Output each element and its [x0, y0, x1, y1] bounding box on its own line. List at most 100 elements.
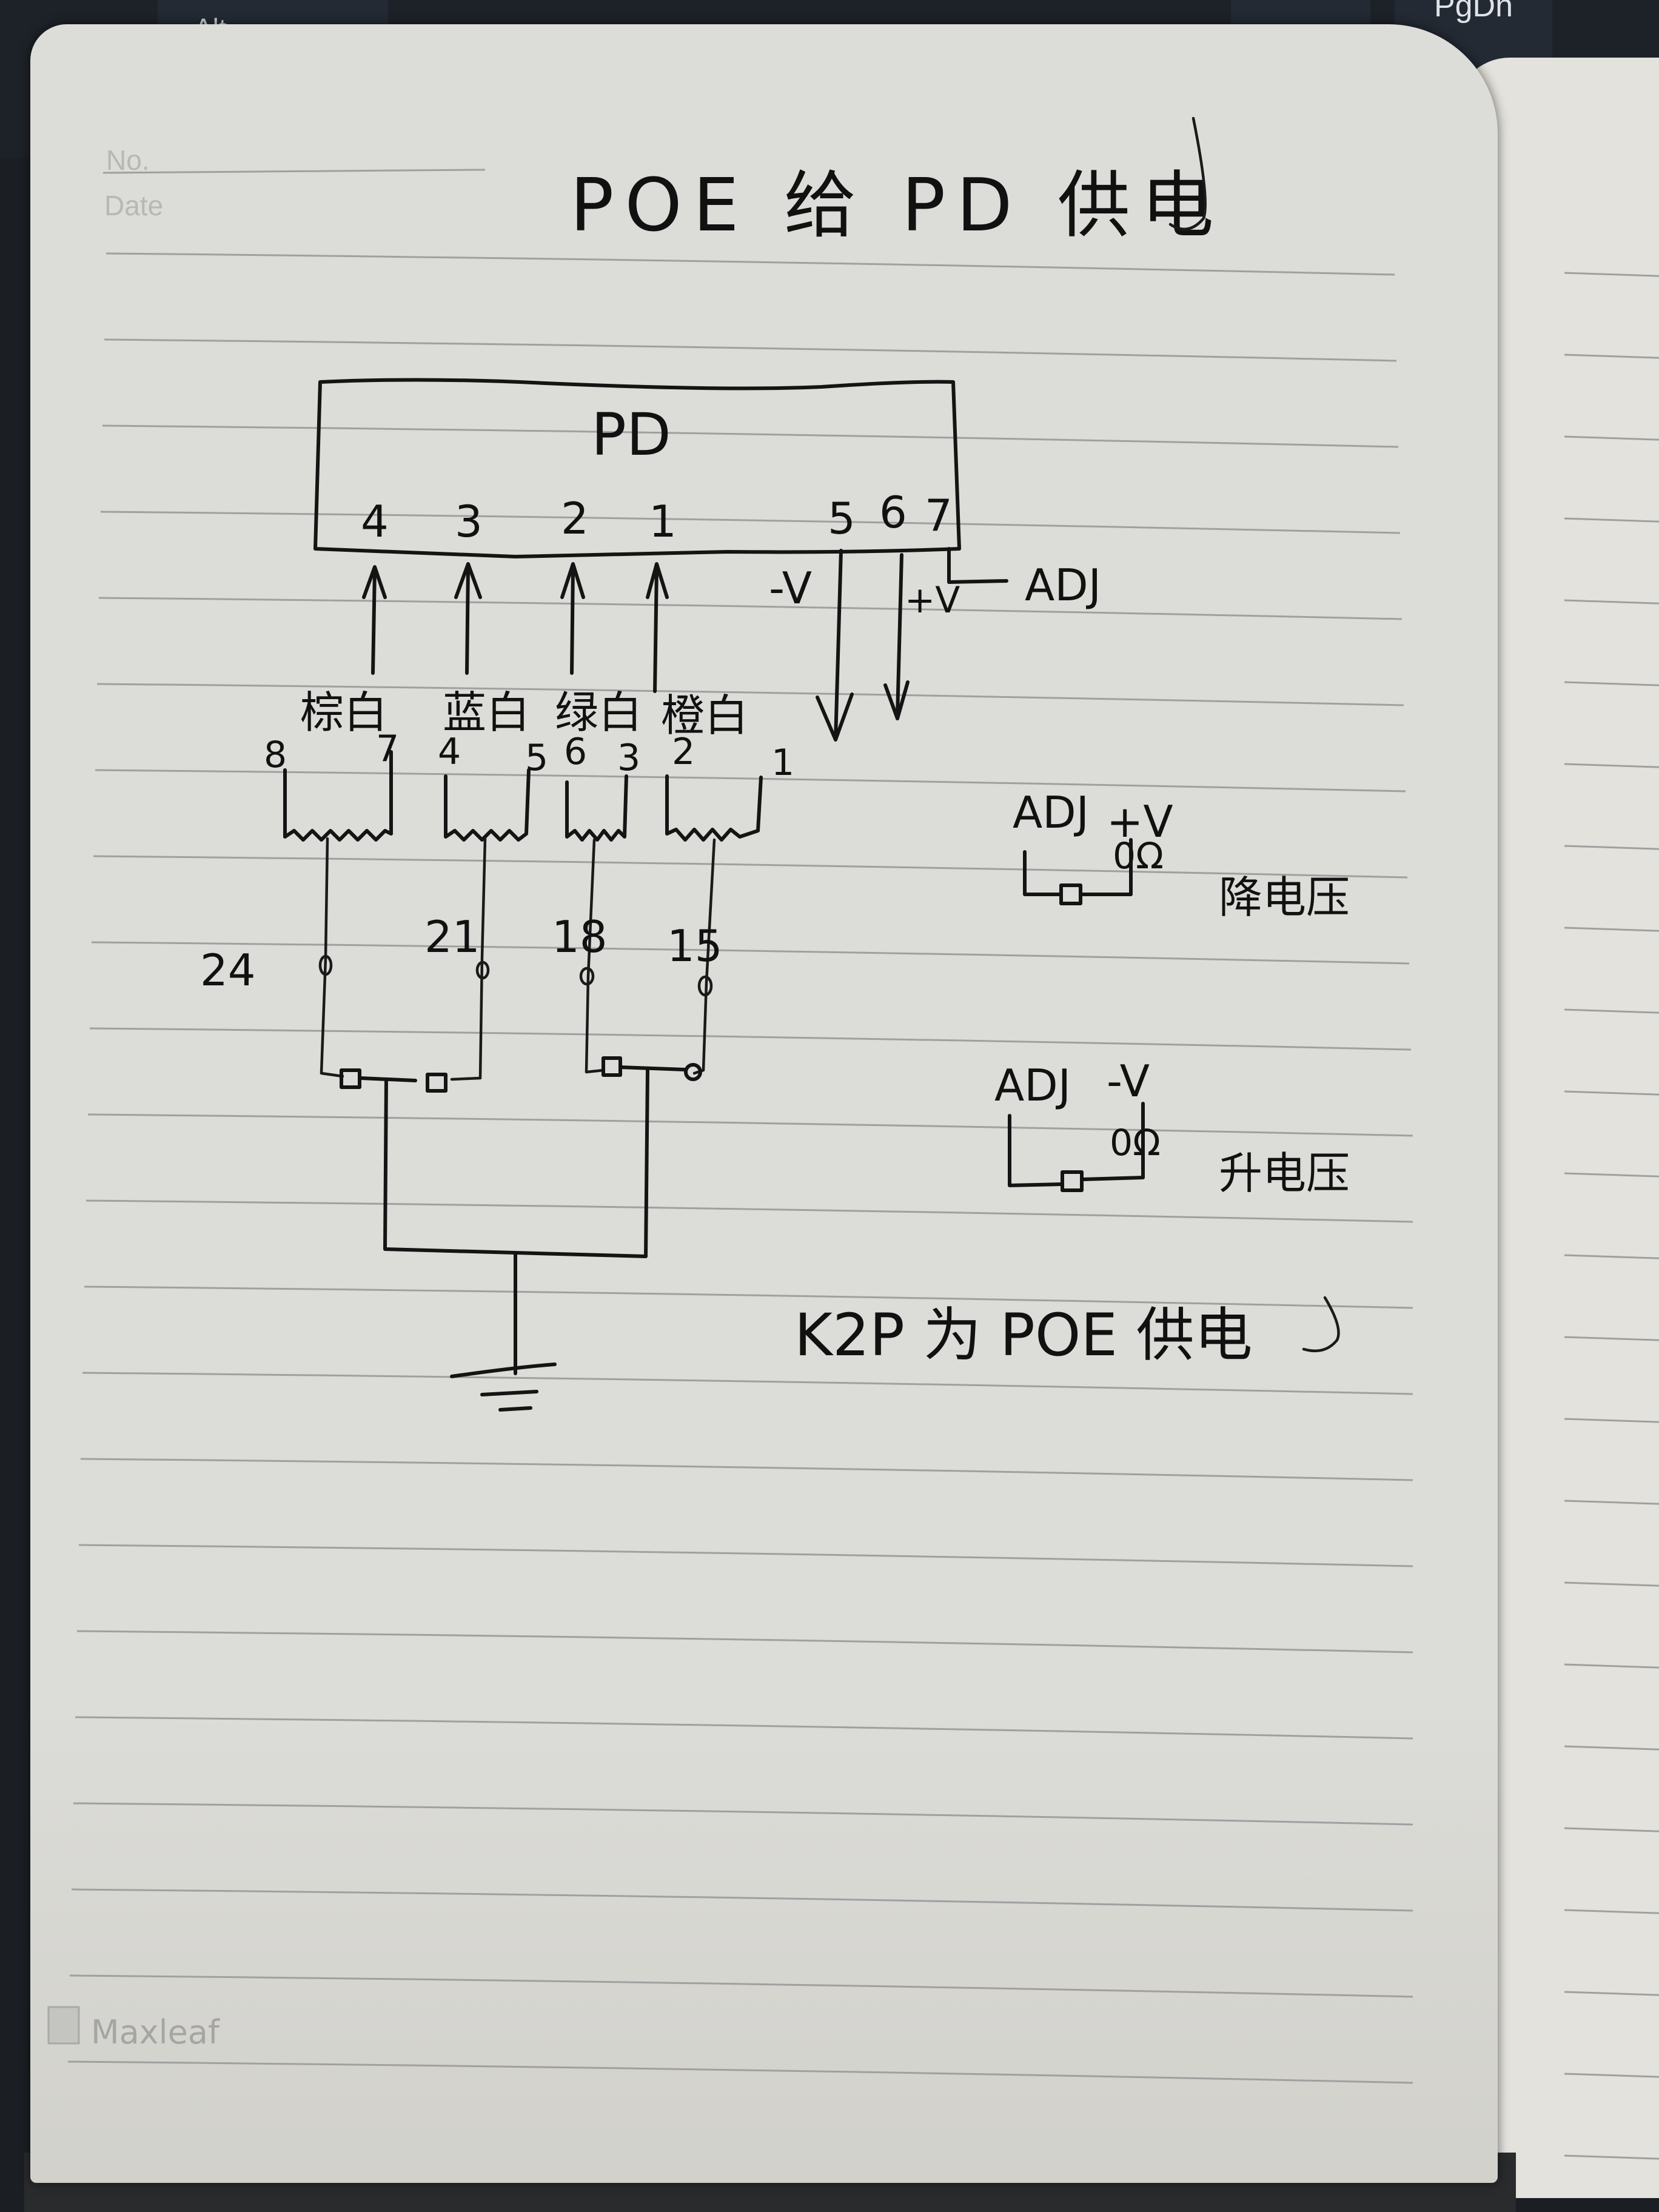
ruled-line [1564, 1500, 1659, 1505]
ruled-line [96, 683, 1404, 706]
adj-label: ADJ [1025, 560, 1101, 611]
wire-label-blue-white: 蓝白 [443, 687, 530, 738]
ruled-line [69, 1974, 1413, 1998]
adj-circuit2-wire [1008, 1102, 1145, 1187]
pd-pin-4: 4 [361, 496, 389, 547]
ruled-line [1564, 2154, 1659, 2160]
terminal-24-label: 24 [200, 945, 256, 996]
ruled-line [84, 1285, 1413, 1309]
adj-circuit1-right-label: +V [1107, 796, 1173, 847]
pd-pin-3: 3 [455, 496, 483, 547]
ground-icon [450, 1362, 557, 1412]
ruled-line [98, 597, 1403, 620]
ruled-line [102, 424, 1399, 448]
footer-flourish [1302, 1296, 1340, 1353]
adj-circuit2-resistor-value: 0Ω [1110, 1122, 1161, 1164]
pd-pin-7: 7 [925, 490, 953, 541]
ground-bus [383, 1068, 649, 1258]
adj-circuit1-caption: 降电压 [1219, 872, 1350, 923]
ruled-line [1564, 845, 1659, 850]
ruled-line [67, 2060, 1413, 2084]
pd-pin-1: 1 [649, 496, 677, 547]
pair-pin-4: 4 [438, 731, 461, 773]
pd-box: PD 4 3 2 1 5 6 7 [313, 378, 961, 558]
node-18 [579, 967, 595, 986]
ruled-line [1564, 2073, 1659, 2078]
adj-circuit1-resistor-value: 0Ω [1113, 835, 1164, 877]
pair-pin-3: 3 [617, 737, 640, 779]
block-c [602, 1056, 622, 1077]
pair-pin-6: 6 [564, 731, 587, 773]
leaf-logo-icon [47, 2006, 80, 2045]
pair-pin-1: 1 [771, 742, 794, 784]
ruled-line [89, 1027, 1412, 1051]
adj-lead [947, 547, 1008, 584]
ruled-line [1564, 517, 1659, 523]
wire-label-green-white: 绿白 [555, 687, 642, 738]
ruled-line [1564, 1581, 1659, 1587]
arrow-pin-4 [362, 565, 387, 675]
winding-orange-white [665, 774, 763, 842]
ruled-line [1564, 1090, 1659, 1096]
ruled-line [1564, 1336, 1659, 1341]
node-15 [697, 975, 713, 997]
ruled-line [93, 855, 1408, 879]
ruled-line [1564, 763, 1659, 768]
ruled-line [1564, 1418, 1659, 1423]
ruled-line [1564, 435, 1659, 441]
brand-logo: Maxleaf [47, 2006, 221, 2051]
adjust-circuit-lower: ADJ +V 0Ω 降电压 [1013, 787, 1350, 923]
ruled-line [95, 769, 1406, 793]
pd-pin-5: 5 [828, 493, 856, 544]
block-bus [359, 1065, 687, 1082]
adjust-circuit-raise: ADJ -V 0Ω 升电压 [994, 1056, 1350, 1199]
ruled-line [1564, 1991, 1659, 1996]
ruled-line [1564, 927, 1659, 932]
ruled-line [73, 1802, 1413, 1826]
ruled-line [76, 1630, 1413, 1654]
brand-name: Maxleaf [91, 2013, 221, 2051]
arrow-pin-3 [454, 562, 482, 675]
adj-circuit2-resistor [1061, 1170, 1084, 1192]
terminal-21-label: 21 [424, 911, 480, 962]
winding-brown-white [283, 750, 393, 842]
ruled-line [1564, 1909, 1659, 1914]
lead-18 [585, 838, 605, 1074]
diagram-title: POE 给 PD 供电 [570, 164, 1225, 248]
adj-circuit1-resistor [1059, 883, 1082, 905]
pair-pin-8: 8 [264, 734, 287, 776]
ruled-line [1564, 1172, 1659, 1178]
ruled-line [106, 252, 1395, 276]
ruled-line [1564, 1827, 1659, 1832]
adj-circuit2-left-label: ADJ [994, 1060, 1071, 1111]
page-drawing: No. Date POE 给 PD 供电 PD 4 3 2 1 5 6 7 [47, 116, 1413, 2084]
transformer-windings [283, 750, 763, 842]
arrow-pin-2 [560, 562, 585, 675]
center-tap-leads [320, 837, 716, 1081]
adj-circuit2-caption: 升电压 [1219, 1148, 1350, 1199]
pd-pin-2: 2 [561, 493, 589, 544]
ruled-line [1564, 1663, 1659, 1669]
ruled-line [1564, 272, 1659, 277]
terminal-nodes [318, 954, 713, 997]
adj-circuit2-right-label: -V [1107, 1056, 1150, 1107]
lead-24 [320, 837, 344, 1078]
ruled-line [1564, 1254, 1659, 1259]
ruled-line [1564, 599, 1659, 605]
node-21 [475, 960, 490, 980]
ruled-line [100, 511, 1401, 534]
ruled-line [1564, 1008, 1659, 1014]
pair-pin-2: 2 [672, 731, 695, 773]
date-field-label: Date [104, 190, 163, 221]
arrow-neg-v [816, 549, 854, 742]
lead-21 [450, 837, 487, 1081]
pd-box-label: PD [591, 401, 671, 469]
node-24 [318, 954, 333, 976]
title-flourish [1168, 116, 1207, 231]
page-shading [30, 1698, 1498, 2183]
terminal-15-label: 15 [667, 920, 723, 971]
block-b [426, 1073, 447, 1093]
ruled-lines [67, 252, 1413, 2084]
ruled-line [75, 1716, 1413, 1740]
block-d [684, 1063, 702, 1081]
